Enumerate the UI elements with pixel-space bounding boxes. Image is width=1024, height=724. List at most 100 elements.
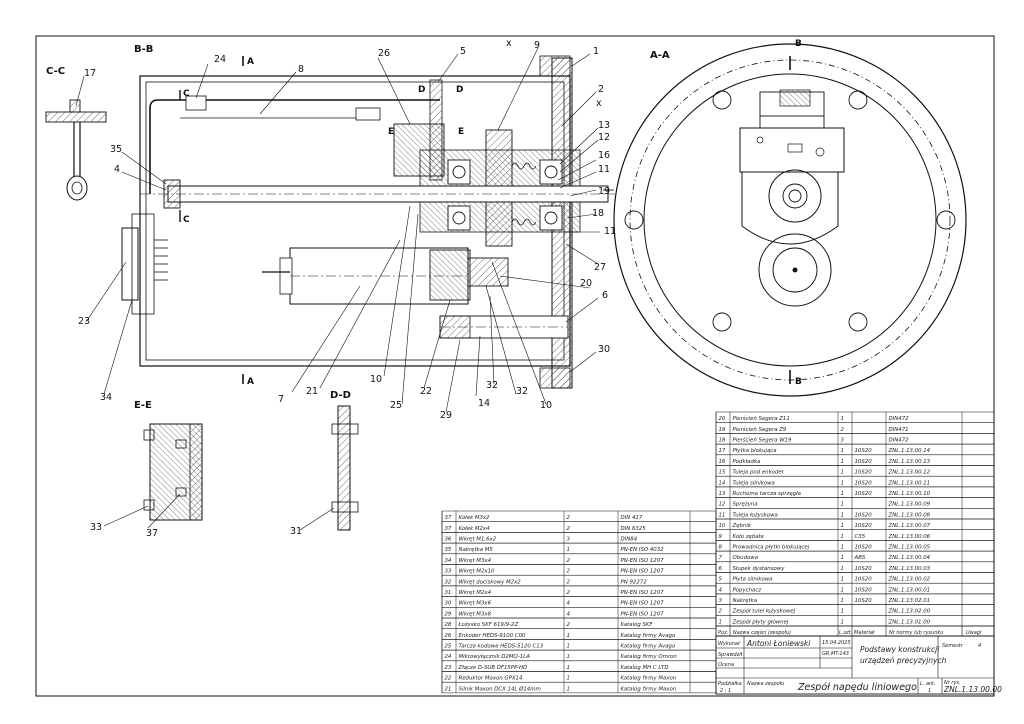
cell-ref: Katalog firmy Avago: [621, 633, 676, 639]
cut-mark-d-right: D: [456, 85, 463, 95]
cell-mat: 10S20: [855, 459, 873, 465]
cell-name: Zębnik: [732, 523, 752, 529]
cell-name: Tuleja pod enkoder: [733, 470, 785, 476]
cell-ref: PN 92272: [621, 579, 648, 585]
cut-mark-c-top: C: [183, 89, 190, 99]
cell-qty: 1: [841, 448, 844, 454]
cell-name: Zespół tulei łożyskowej: [732, 608, 796, 615]
sheet-frame: [35, 35, 995, 697]
cut-mark-b-bottom: B: [795, 377, 802, 387]
assembly-label: Nazwa zespołu: [747, 681, 784, 687]
cell-no: 37: [445, 526, 452, 532]
cell-ref: ZNL.1.13.00.11: [888, 480, 931, 486]
cell-no: 25: [445, 644, 452, 650]
cell-ref: PN-EN ISO 1207: [621, 558, 665, 564]
cell-ref: Katalog MH C LTD: [621, 665, 669, 671]
header-poz: Poz.: [718, 630, 728, 636]
callout-23: 23: [78, 316, 90, 327]
callout-37: 37: [146, 528, 158, 539]
cell-no: 11: [719, 512, 726, 518]
cut-mark-e-left: E: [388, 127, 394, 137]
callout-11-top: 11: [598, 164, 610, 175]
header-reference: Nr normy lub rysunku: [889, 630, 943, 636]
cell-qty: 2: [567, 569, 571, 575]
callout-6: 6: [602, 290, 608, 301]
cut-mark-b-top: B: [795, 39, 802, 49]
cell-mat: C35: [855, 534, 866, 540]
cell-name: Enkoder HEDS-9100 C00: [459, 633, 527, 639]
encoder-board: [739, 127, 845, 173]
cell-no: 9: [719, 534, 723, 540]
cell-no: 36: [445, 537, 452, 543]
sheets-label: L. ark.: [920, 681, 936, 687]
cell-name: Wkręt M3x6: [459, 601, 492, 607]
cell-ref: ZNL.1.13.00.01: [888, 587, 931, 593]
cell-name: Wkręt M2x4: [459, 590, 492, 596]
cell-name: Podkładka: [733, 459, 761, 465]
cell-qty: 1: [841, 598, 844, 604]
cell-qty: 1: [567, 547, 570, 553]
cell-mat: 10S20: [855, 512, 873, 518]
checked-label: Sprawdził: [718, 652, 743, 658]
cell-no: 33: [445, 569, 452, 575]
cell-ref: ZNL.1.13.00.10: [888, 491, 931, 497]
cell-no: 12: [719, 502, 726, 508]
cut-mark-c-bottom: C: [183, 215, 190, 225]
cut-mark-a-bottom: A: [247, 377, 254, 387]
cell-name: Sprężyna: [733, 502, 758, 508]
callout-5: 5: [460, 46, 466, 57]
cell-ref: PN-EN ISO 4032: [621, 547, 665, 553]
cell-ref: PN-EN ISO 1207: [621, 569, 665, 575]
cell-mat: 10S20: [855, 545, 873, 551]
cell-ref: Katalog firmy Maxon: [621, 686, 677, 692]
bolt-hole: [848, 90, 868, 110]
cell-qty: 3: [567, 537, 571, 543]
cell-qty: 1: [841, 512, 844, 518]
bolt-hole: [936, 210, 956, 230]
callout-29: 29: [440, 410, 452, 421]
cell-qty: 1: [567, 676, 570, 682]
cell-no: 14: [719, 480, 726, 486]
cell-name: Silnik Maxon DCX 14L Ø14mm: [459, 685, 541, 692]
cell-ref: Katalog firmy Maxon: [621, 676, 677, 682]
cell-ref: DIN 6325: [621, 526, 647, 532]
section-label-aa: A-A: [650, 50, 670, 61]
cell-ref: Katalog firmy Avago: [621, 644, 676, 650]
drawn-by: Antoni Łoniewski: [746, 639, 811, 648]
cell-ref: DIN84: [621, 537, 638, 543]
cell-no: 4: [719, 587, 723, 593]
cell-name: Tarcza kodowa HEDS-5120 C13: [459, 644, 544, 650]
dsub-connector: [121, 227, 139, 301]
cell-qty: 1: [841, 587, 844, 593]
cell-qty: 1: [567, 644, 570, 650]
cell-qty: 2: [841, 427, 845, 433]
semester-value: 4: [978, 643, 981, 649]
callout-34: 34: [100, 392, 112, 403]
cell-qty: 1: [841, 491, 844, 497]
cell-no: 1: [719, 619, 722, 625]
cell-mat: 10S20: [855, 577, 873, 583]
cell-mat: 10S20: [855, 470, 873, 476]
cell-qty: 2: [567, 558, 571, 564]
spring: [511, 162, 537, 170]
guide-bar: [149, 99, 440, 194]
drawing-number-label: Nr rys.: [944, 680, 961, 686]
callout-27: 27: [594, 262, 606, 273]
cell-name: Popychacz: [733, 587, 762, 593]
cell-name: Wkręt M2x10: [459, 569, 496, 575]
cell-qty: 1: [841, 555, 844, 561]
cell-ref: DIN 417: [621, 515, 643, 521]
cell-name: Pierścień Segera Z11: [733, 415, 790, 422]
cell-ref: ZNL.1.13.00.03: [888, 566, 931, 572]
grade-label: Ocena: [718, 662, 734, 668]
callout-2: 2: [598, 84, 604, 95]
